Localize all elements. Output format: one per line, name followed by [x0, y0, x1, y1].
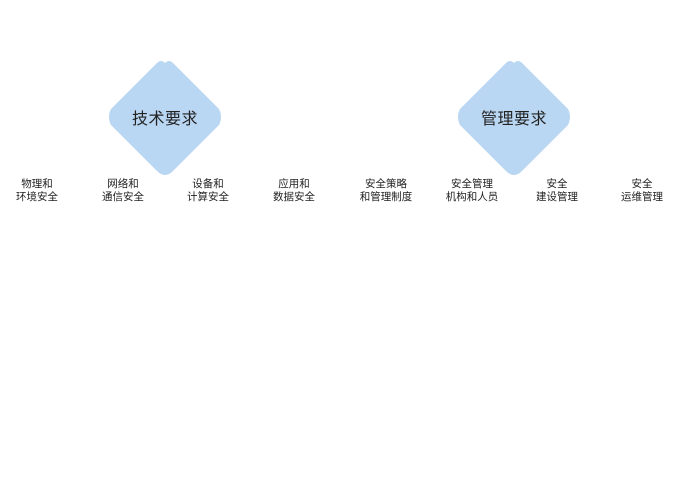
item-line2: 运维管理 [621, 191, 663, 203]
item-security-policy-management-system: 安全策略 和管理制度 [343, 178, 429, 204]
item-device-computing-security: 设备和 计算安全 [165, 178, 251, 204]
item-physical-environment-security: 物理和 环境安全 [0, 178, 80, 204]
item-line2: 通信安全 [102, 191, 144, 203]
item-line1: 网络和 [107, 178, 139, 190]
item-line1: 安全策略 [365, 178, 407, 190]
item-security-operations-management: 安全 运维管理 [599, 178, 680, 204]
item-line2: 建设管理 [536, 191, 578, 203]
item-line2: 数据安全 [273, 191, 315, 203]
item-security-organization-personnel: 安全管理 机构和人员 [429, 178, 515, 204]
management-requirements-node: 管理要求 [456, 59, 572, 175]
item-network-communication-security: 网络和 通信安全 [80, 178, 166, 204]
technical-requirements-node: 技术要求 [107, 59, 223, 175]
item-line1: 安全 [631, 178, 653, 190]
item-line2: 机构和人员 [445, 191, 499, 203]
item-line1: 应用和 [278, 178, 310, 190]
item-application-data-security: 应用和 数据安全 [251, 178, 337, 204]
item-line1: 设备和 [192, 178, 224, 190]
diamond-shape [109, 61, 221, 175]
item-line1: 安全 [546, 178, 568, 190]
diamond-shape [458, 61, 570, 175]
item-line2: 环境安全 [16, 191, 58, 203]
technical-requirements-label: 技术要求 [131, 109, 198, 128]
item-line2: 计算安全 [187, 191, 229, 203]
management-requirements-label: 管理要求 [480, 109, 547, 128]
item-line1: 安全管理 [451, 178, 493, 190]
item-line1: 物理和 [21, 178, 53, 190]
item-security-construction-management: 安全 建设管理 [514, 178, 600, 204]
item-line2: 和管理制度 [359, 191, 413, 203]
